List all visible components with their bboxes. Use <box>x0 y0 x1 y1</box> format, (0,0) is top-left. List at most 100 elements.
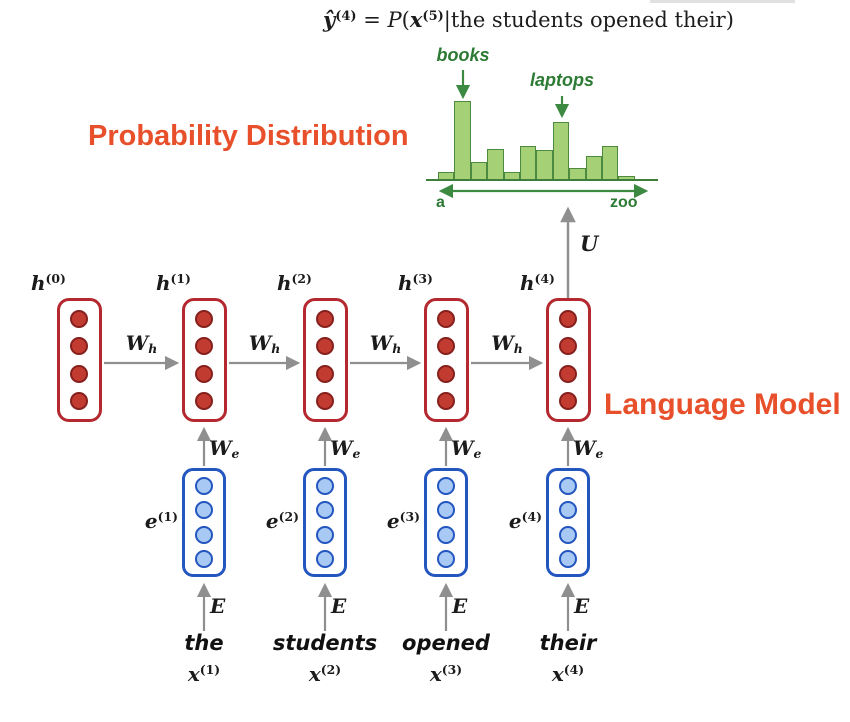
weight-Wh-label-2: Wh <box>370 331 401 356</box>
weight-Wh-label-0-base: W <box>125 331 149 355</box>
weight-Wh-label-1-script: h <box>271 341 281 357</box>
weight-We-label-2-base: W <box>451 436 474 460</box>
input-label-x1-script: (1) <box>199 662 221 678</box>
hidden-unit <box>437 364 455 383</box>
hidden-state-label-h1-script: (1) <box>170 271 191 287</box>
formula-pipe: | <box>443 8 451 32</box>
hidden-state-box-h3 <box>423 298 469 422</box>
hidden-unit <box>437 391 455 410</box>
histogram-bar-4 <box>503 172 520 180</box>
embedding-unit <box>195 549 213 568</box>
histogram-bar-0 <box>438 172 455 180</box>
annotation-laptops-label: laptops <box>529 70 595 90</box>
hidden-state-label-h2-base: h <box>277 271 292 295</box>
embedding-unit <box>437 525 455 544</box>
hidden-state-label-h1-base: h <box>156 271 171 295</box>
histogram-bar-11 <box>618 176 635 180</box>
embed-matrix-E-label-3: E <box>574 594 590 618</box>
probability-distribution-heading: Probability Distribution <box>88 120 409 152</box>
weight-Wh-label-3-base: W <box>491 331 514 355</box>
histogram-bar-3 <box>487 149 504 180</box>
embedding-label-e2-base: e <box>265 509 279 533</box>
embedding-label-e4: e(4) <box>482 509 542 533</box>
weight-We-label-1-script: e <box>352 446 361 462</box>
hidden-state-label-h4-script: (4) <box>534 271 555 287</box>
weight-We-label-0: We <box>209 436 239 461</box>
embedding-unit <box>316 525 334 544</box>
weight-Wh-label-3: Wh <box>491 331 522 356</box>
language-model-heading: Language Model <box>604 388 841 421</box>
embedding-unit <box>195 501 213 520</box>
hidden-state-box-h4 <box>545 298 591 422</box>
hidden-state-label-h4-base: h <box>520 271 535 295</box>
input-label-x4: x(4) <box>552 662 584 686</box>
hidden-state-label-h2: h(2) <box>277 271 312 295</box>
formula-x: x <box>409 7 423 32</box>
embedding-label-e2-script: (2) <box>278 509 299 525</box>
embedding-unit <box>559 501 577 520</box>
hidden-unit <box>559 391 577 410</box>
embedding-unit <box>437 501 455 520</box>
embedding-unit <box>559 525 577 544</box>
histogram-bar-5 <box>520 146 537 180</box>
embedding-unit <box>195 477 213 496</box>
formula-yhat-sup: (4) <box>335 8 357 24</box>
embedding-unit <box>437 477 455 496</box>
weight-We-label-0-script: e <box>231 446 240 462</box>
histogram-bar-6 <box>536 149 553 180</box>
hidden-unit <box>70 391 88 410</box>
hidden-unit <box>70 337 88 356</box>
output-weight-U-label: U <box>580 231 599 256</box>
hidden-state-label-h0-base: h <box>31 271 46 295</box>
embedding-label-e3-base: e <box>386 509 400 533</box>
formula-equals: = <box>356 8 388 32</box>
input-word-2: students <box>272 631 378 655</box>
embedding-box-e3 <box>424 468 468 577</box>
input-label-x3: x(3) <box>430 662 462 686</box>
embedding-unit <box>559 549 577 568</box>
embedding-unit <box>195 525 213 544</box>
histogram-bar-10 <box>602 146 619 180</box>
weight-We-label-0-base: W <box>209 436 232 460</box>
embedding-box-e4 <box>546 468 590 577</box>
hidden-state-box-h0 <box>56 298 102 422</box>
weight-We-label-3-base: W <box>573 436 596 460</box>
histogram-bar-7 <box>552 122 570 180</box>
embed-matrix-E-label-0: E <box>210 594 226 618</box>
embed-matrix-E-label-1: E <box>331 594 347 618</box>
weight-We-label-2-script: e <box>473 446 482 462</box>
histogram-bar-9 <box>585 156 602 180</box>
weight-We-label-1-base: W <box>330 436 353 460</box>
formula-open-paren: ( <box>401 8 410 32</box>
hidden-state-label-h0-script: (0) <box>45 271 66 287</box>
screenshot-artifact-line <box>650 0 795 3</box>
axis-label-zoo: zoo <box>610 194 638 211</box>
input-label-x4-script: (4) <box>563 662 585 678</box>
axis-label-a: a <box>436 194 445 211</box>
formula-context: the students opened their <box>450 8 726 32</box>
embedding-unit <box>437 549 455 568</box>
output-formula: ŷ(4) = P(x(5)|the students opened their) <box>323 7 734 32</box>
hidden-unit <box>195 391 213 410</box>
hidden-unit <box>195 364 213 383</box>
embedding-label-e1: e(1) <box>118 509 178 533</box>
formula-close-paren: ) <box>725 8 734 32</box>
weight-Wh-label-0: Wh <box>126 331 157 356</box>
embedding-unit <box>316 501 334 520</box>
input-label-x2: x(2) <box>309 662 341 686</box>
hidden-unit <box>70 310 88 329</box>
hidden-state-label-h3-base: h <box>398 271 413 295</box>
histogram-bar-1 <box>454 101 471 180</box>
input-label-x1-base: x <box>187 662 200 686</box>
input-word-3: opened <box>402 631 490 655</box>
embedding-label-e1-script: (1) <box>157 509 178 525</box>
hidden-unit <box>316 391 334 410</box>
hidden-state-label-h2-script: (2) <box>291 271 312 287</box>
formula-x-sup: (5) <box>422 8 444 24</box>
hidden-state-label-h0: h(0) <box>31 271 66 295</box>
input-label-x3-base: x <box>429 662 442 686</box>
embedding-label-e3-script: (3) <box>399 509 420 525</box>
hidden-state-box-h2 <box>302 298 348 422</box>
hidden-unit <box>316 337 334 356</box>
